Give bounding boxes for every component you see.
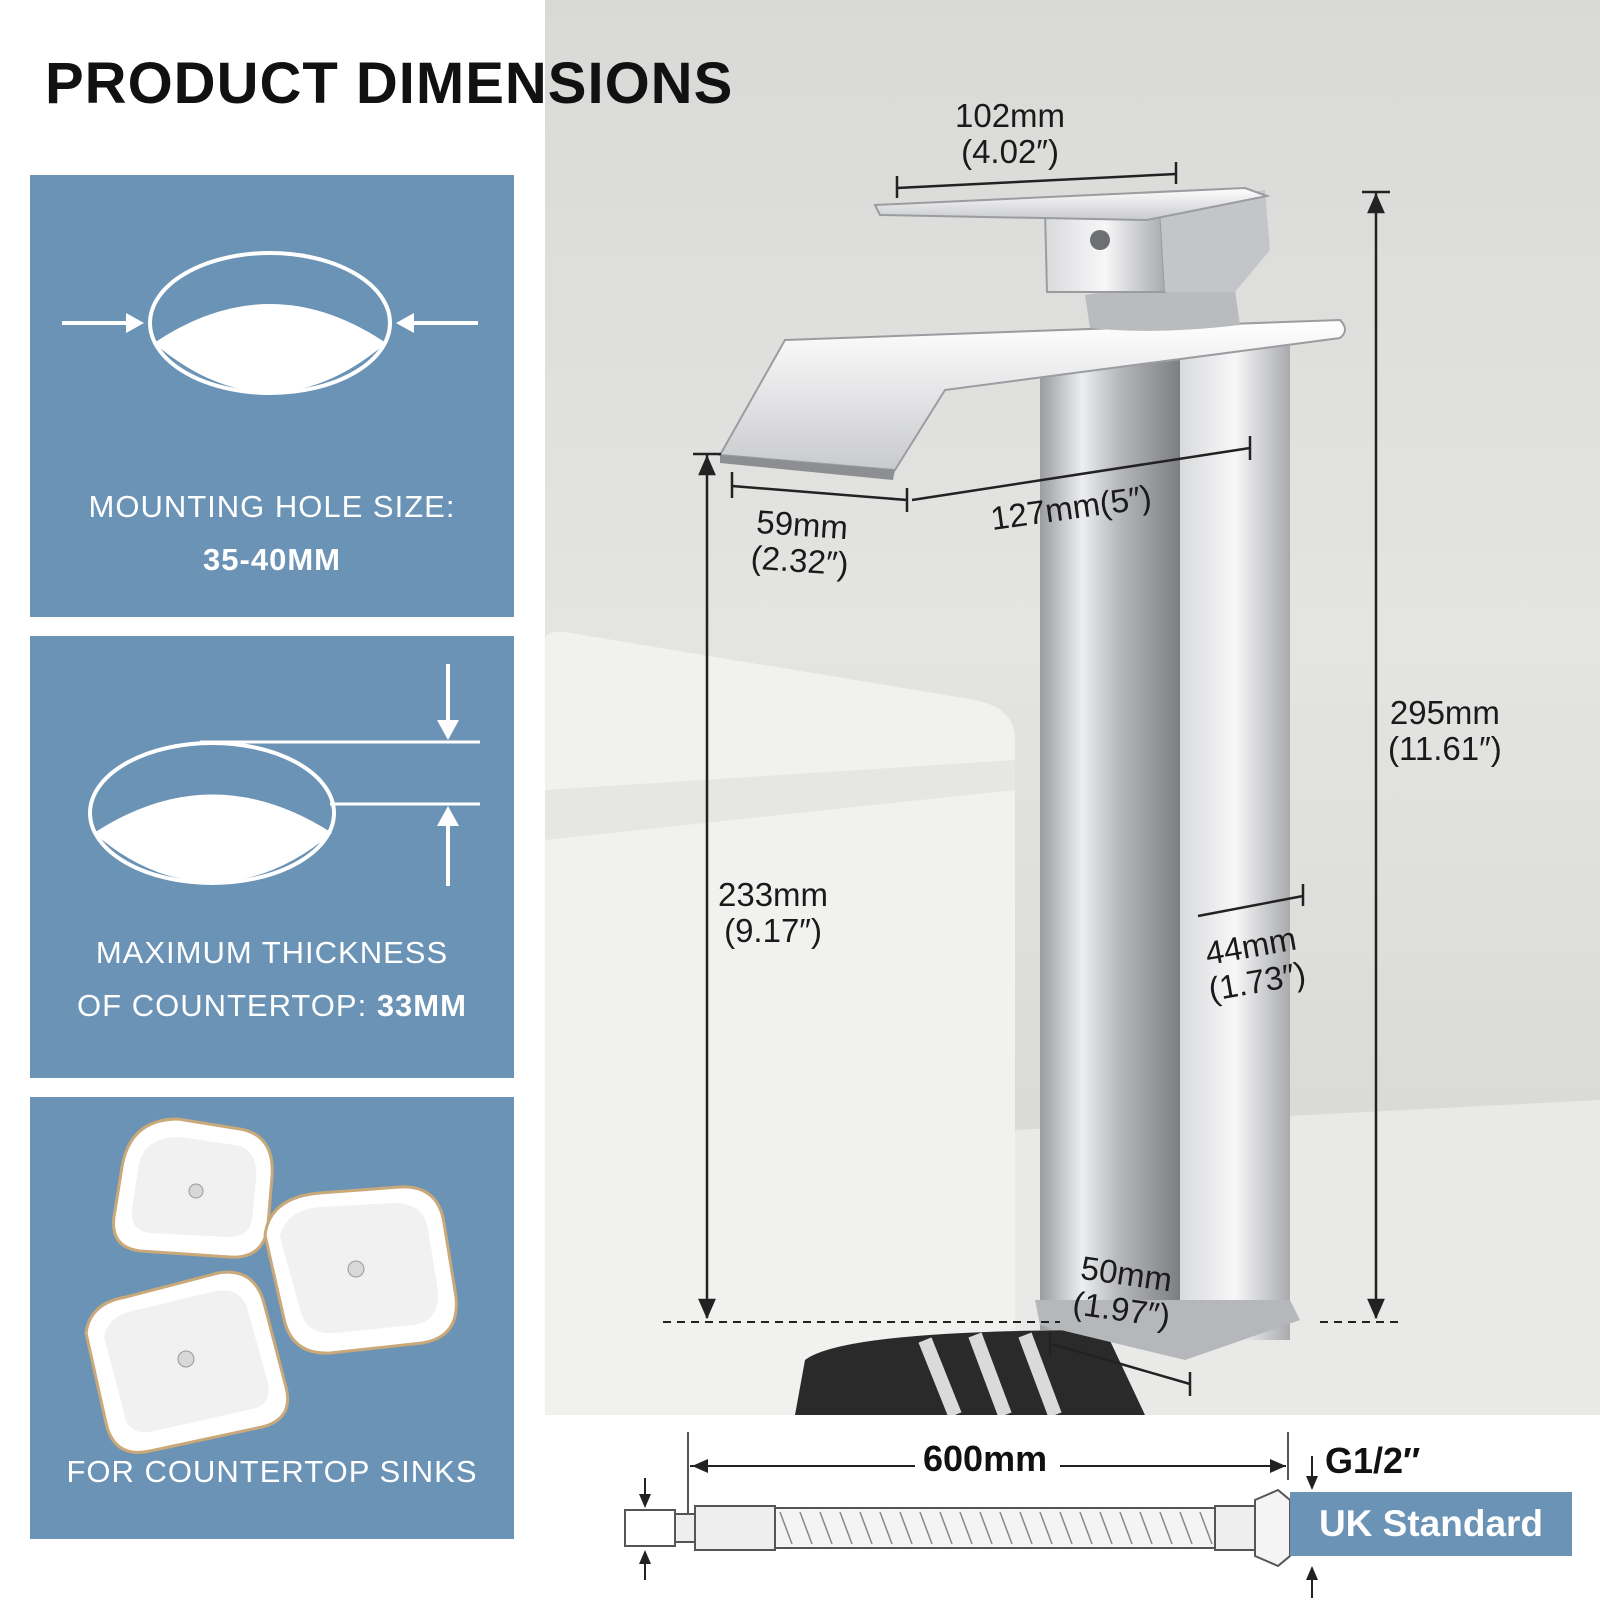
page-title: PRODUCT DIMENSIONS xyxy=(45,51,734,116)
panel-countertop-sinks: FOR COUNTERTOP SINKS xyxy=(30,1097,514,1539)
uk-standard-badge: UK Standard xyxy=(1290,1492,1572,1556)
mounting-hole-label: MOUNTING HOLE SIZE: xyxy=(88,489,456,524)
handle-screw-icon xyxy=(1090,230,1110,250)
sink-left-icon xyxy=(84,1270,289,1454)
handle-block-side xyxy=(1160,190,1270,292)
dim-total-height-in: (11.61″) xyxy=(1388,730,1502,767)
sink-small-icon xyxy=(112,1117,274,1259)
dim-handle-width-mm: 102mm xyxy=(955,97,1066,134)
dim-handle-width: 102mm (4.02″) xyxy=(955,98,1065,170)
faucet-illustration xyxy=(545,186,1600,1415)
mounting-hole-text: MOUNTING HOLE SIZE: 35-40MM xyxy=(30,480,514,586)
thickness-value: 33MM xyxy=(376,988,467,1023)
hose-length: 600mm xyxy=(915,1438,1056,1480)
dim-spout-lip: 59mm (2.32″) xyxy=(749,503,853,583)
mounting-hole-icon xyxy=(62,251,478,395)
hose-thread: G1/2″ xyxy=(1325,1440,1421,1481)
towel-stripes xyxy=(918,1332,1062,1415)
countertop-thickness-icon xyxy=(88,664,480,886)
sink-rim-shadow xyxy=(545,760,1015,840)
sinks-illustration xyxy=(84,1117,458,1454)
sink-basin xyxy=(545,631,1015,1415)
faucet-base xyxy=(1035,1300,1300,1360)
dim-total-height-mm: 295mm xyxy=(1389,694,1500,731)
handle-base xyxy=(1085,288,1240,331)
faucet-body-right xyxy=(1180,340,1290,1340)
countertop-thickness-text: MAXIMUM THICKNESS OF COUNTERTOP: 33MM xyxy=(30,926,514,1032)
thickness-label: OF COUNTERTOP: xyxy=(77,988,368,1023)
dim-spout-height-in: (9.17″) xyxy=(724,912,822,949)
sinks-label: FOR COUNTERTOP SINKS xyxy=(66,1454,478,1489)
faucet-body-left xyxy=(1040,340,1180,1330)
dim-spout-height-mm: 233mm xyxy=(718,876,829,913)
sink-right-icon xyxy=(263,1185,458,1355)
dim-total-height: 295mm (11.61″) xyxy=(1388,695,1502,767)
spout-lip xyxy=(720,455,895,480)
dim-base-width: 50mm (1.97″) xyxy=(1070,1249,1177,1334)
faucet-spout xyxy=(718,318,1346,472)
mounting-hole-value: 35-40MM xyxy=(203,542,341,577)
dim-spout-lip-in: (2.32″) xyxy=(749,538,850,583)
handle-lever xyxy=(873,186,1271,222)
thickness-line1: MAXIMUM THICKNESS xyxy=(95,935,449,970)
dim-handle-width-in: (4.02″) xyxy=(961,133,1059,170)
product-photo xyxy=(545,0,1600,1415)
panel-mounting-hole: MOUNTING HOLE SIZE: 35-40MM xyxy=(30,175,514,617)
dim-spout-height: 233mm (9.17″) xyxy=(718,877,828,949)
panel-countertop-thickness: MAXIMUM THICKNESS OF COUNTERTOP: 33MM xyxy=(30,636,514,1078)
